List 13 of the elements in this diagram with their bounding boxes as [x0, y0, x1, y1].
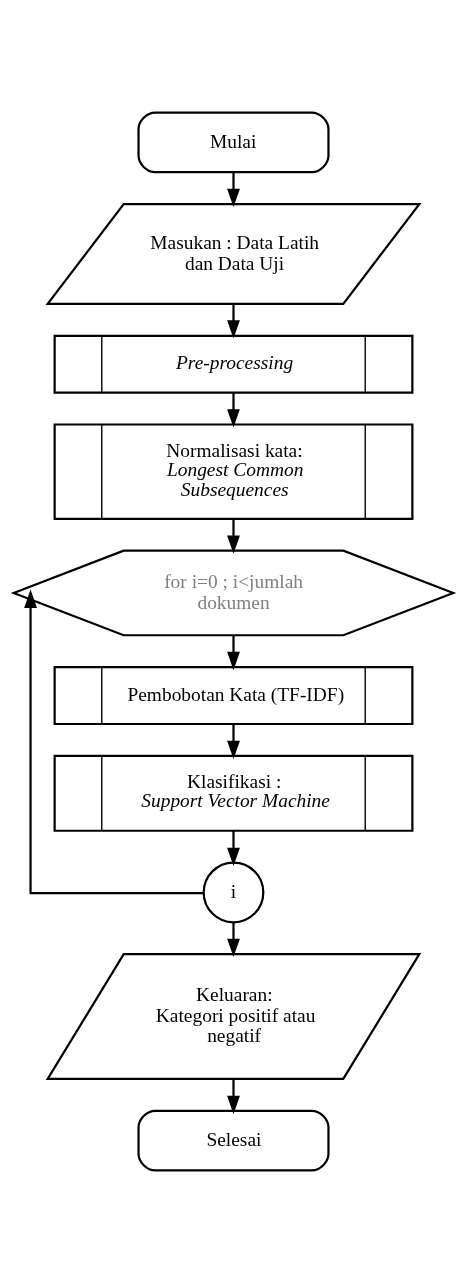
arrow: [24, 589, 203, 895]
arrow: [227, 922, 240, 958]
node-circle: i: [202, 861, 265, 924]
arrow: [227, 393, 240, 428]
arrow: [227, 172, 240, 208]
node-box: Mulai: [137, 111, 330, 174]
arrow: [227, 303, 240, 339]
arrow: [227, 518, 240, 554]
arrow: [227, 830, 240, 866]
arrow: [227, 724, 240, 760]
node-box: Selesai: [137, 1109, 330, 1172]
arrow: [227, 1078, 240, 1115]
arrow: [227, 635, 240, 671]
